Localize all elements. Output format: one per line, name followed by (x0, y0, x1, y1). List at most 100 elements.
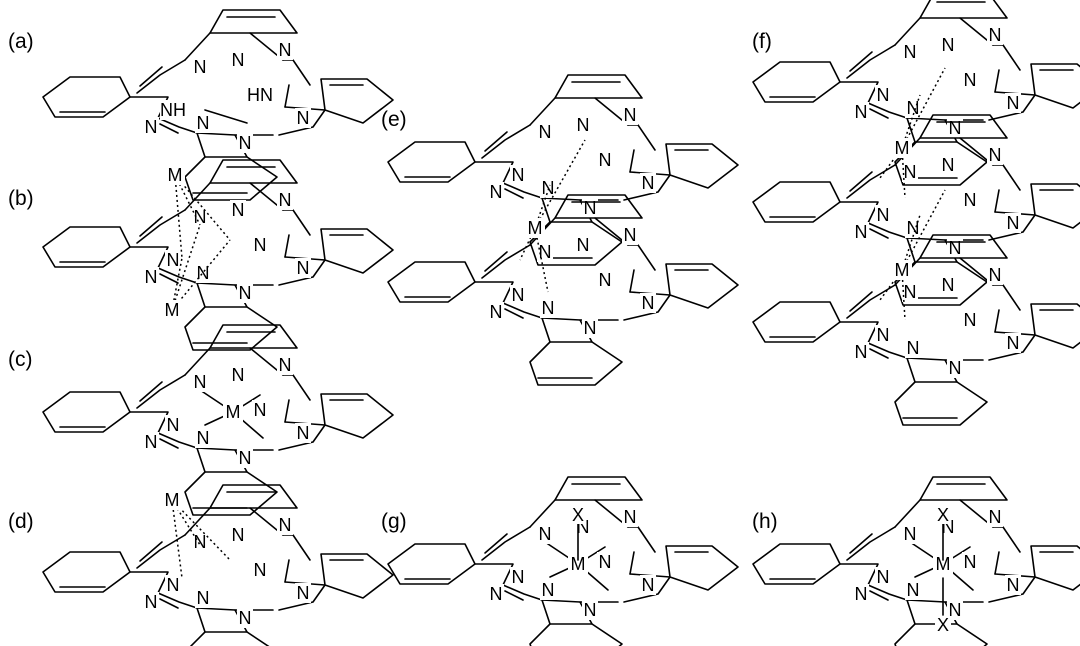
benzo-ring-left (752, 543, 841, 585)
atom-background (237, 448, 253, 468)
metal-atom: M (528, 218, 543, 238)
atom-n-8: N (949, 358, 962, 378)
metal-dotted-bond-1 (901, 94, 921, 149)
atom-background (510, 285, 526, 305)
atom-n-5: N (197, 588, 210, 608)
atom-n-5: N (197, 263, 210, 283)
metal-atom: M (168, 165, 183, 185)
atom-n-1: N (232, 365, 245, 385)
aza-bridge-bottom-right (623, 294, 671, 321)
atom-n-7: N (642, 575, 655, 595)
atom-background (935, 616, 951, 634)
isoindole-right (284, 84, 290, 108)
atom-background (295, 258, 311, 278)
atom-n-8: N (239, 608, 252, 628)
atom-n-4: N (490, 584, 503, 604)
benzo-ring-top (919, 234, 1008, 259)
atom-background (947, 238, 963, 258)
atom-n-5: N (542, 298, 555, 318)
isoindole-right (284, 399, 290, 423)
atom-background (853, 584, 869, 604)
atom-n-4: N (855, 342, 868, 362)
metal-atom: M (571, 554, 586, 574)
metal-dotted-bond-0 (174, 174, 201, 226)
atom-background (537, 524, 553, 544)
aza-bridge-bottom-right (988, 334, 1036, 361)
isoindole-right (629, 149, 635, 173)
atom-n-2: N (989, 507, 1002, 527)
aza-bridge-bottom-left (157, 117, 198, 134)
atom-n-3: N (167, 415, 180, 435)
aza-bridge-bottom-right (623, 576, 671, 603)
aza-bridge-top-left (136, 209, 186, 244)
benzo-ring-left (42, 551, 131, 593)
atom-background (143, 432, 159, 452)
atom-n-5: N (542, 178, 555, 198)
atom-background (987, 145, 1003, 165)
atom-n-6: N (964, 310, 977, 330)
atom-background (537, 122, 553, 142)
isoindole-top (529, 499, 629, 528)
isoindole-left (129, 571, 169, 594)
atom-n-3: N (877, 325, 890, 345)
atom-n-5: N (907, 218, 920, 238)
atom-n-0: N (904, 162, 917, 182)
atom-background (192, 57, 208, 77)
aza-double-bond (139, 381, 163, 402)
atom-n-2: N (989, 25, 1002, 45)
aza-bridge-top-left (846, 164, 896, 199)
atom-background (582, 198, 598, 218)
atom-background (192, 532, 208, 552)
atom-n-5: N (197, 113, 210, 133)
aza-double-bond-2 (869, 228, 889, 239)
atom-background (947, 600, 963, 620)
benzo-ring-bottom (529, 221, 623, 266)
isoindole-top (184, 347, 284, 376)
atom-background (295, 583, 311, 603)
isoindole-right (994, 189, 1000, 213)
aza-bridge-bottom-left (502, 182, 543, 199)
aza-bridge-top-left (136, 59, 186, 94)
atom-background (143, 592, 159, 612)
atom-background (892, 260, 912, 280)
atom-background (525, 218, 545, 238)
atom-background (162, 490, 182, 510)
atom-n-1: N (577, 115, 590, 135)
aza-double-bond (139, 66, 163, 87)
atom-n-0: N (194, 57, 207, 77)
atom-background (947, 358, 963, 378)
atom-n-0: N (539, 524, 552, 544)
atom-background (165, 575, 181, 595)
aza-bridge-bottom-right (278, 424, 326, 451)
atom-n-3: N (512, 285, 525, 305)
aza-bridge-top-right (992, 164, 1021, 191)
metal-dotted-bond-2 (171, 499, 183, 579)
atom-background (622, 507, 638, 527)
atom-background (987, 507, 1003, 527)
atom-background (160, 100, 186, 120)
isoindole-right (994, 551, 1000, 575)
atom-n-5: N (197, 428, 210, 448)
metal-dotted-bond-2 (174, 174, 183, 259)
atom-background (640, 173, 656, 193)
atom-background (230, 200, 246, 220)
aza-bridge-top-right (627, 124, 656, 151)
atom-n-0: N (539, 122, 552, 142)
isoindole-left (129, 411, 169, 434)
atom-background (902, 282, 918, 302)
metal-dotted-bond-3 (534, 227, 549, 293)
atom-background (905, 218, 921, 238)
isoindole-left (839, 201, 879, 224)
atom-background (875, 205, 891, 225)
atom-background (582, 318, 598, 338)
panel-label-b: (b) (8, 187, 34, 210)
atom-background (540, 298, 556, 318)
atom-n-3: N (512, 567, 525, 587)
atom-n-3: N (167, 250, 180, 270)
